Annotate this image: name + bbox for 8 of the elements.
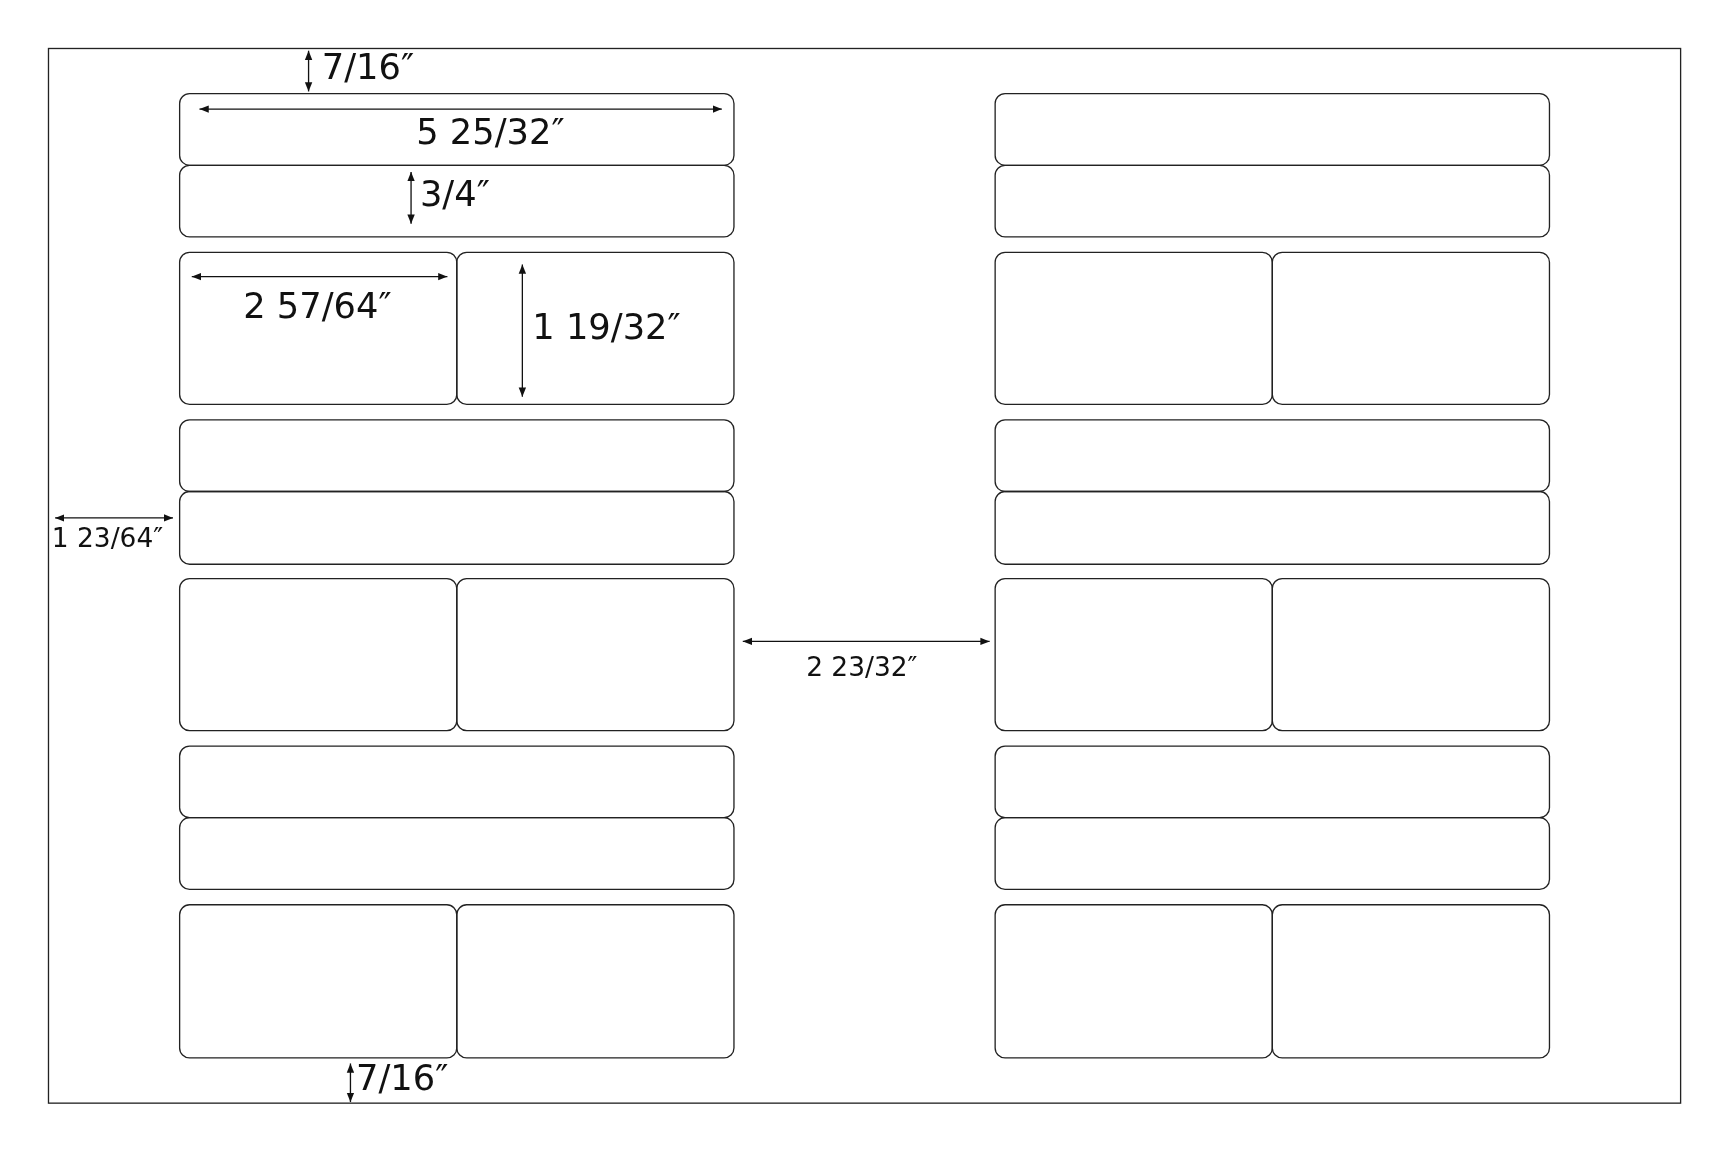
dimension-label: 2 23/32″ — [806, 653, 918, 680]
dimension-label: 7/16″ — [321, 49, 415, 85]
dimension-label: 3/4″ — [419, 176, 490, 212]
dimension-label: 1 19/32″ — [532, 309, 681, 345]
dimension-label: 7/16″ — [355, 1060, 449, 1096]
dimension-label: 2 57/64″ — [243, 288, 392, 324]
dimension-label: 1 23/64″ — [51, 524, 164, 551]
dimension-label: 5 25/32″ — [416, 114, 565, 150]
